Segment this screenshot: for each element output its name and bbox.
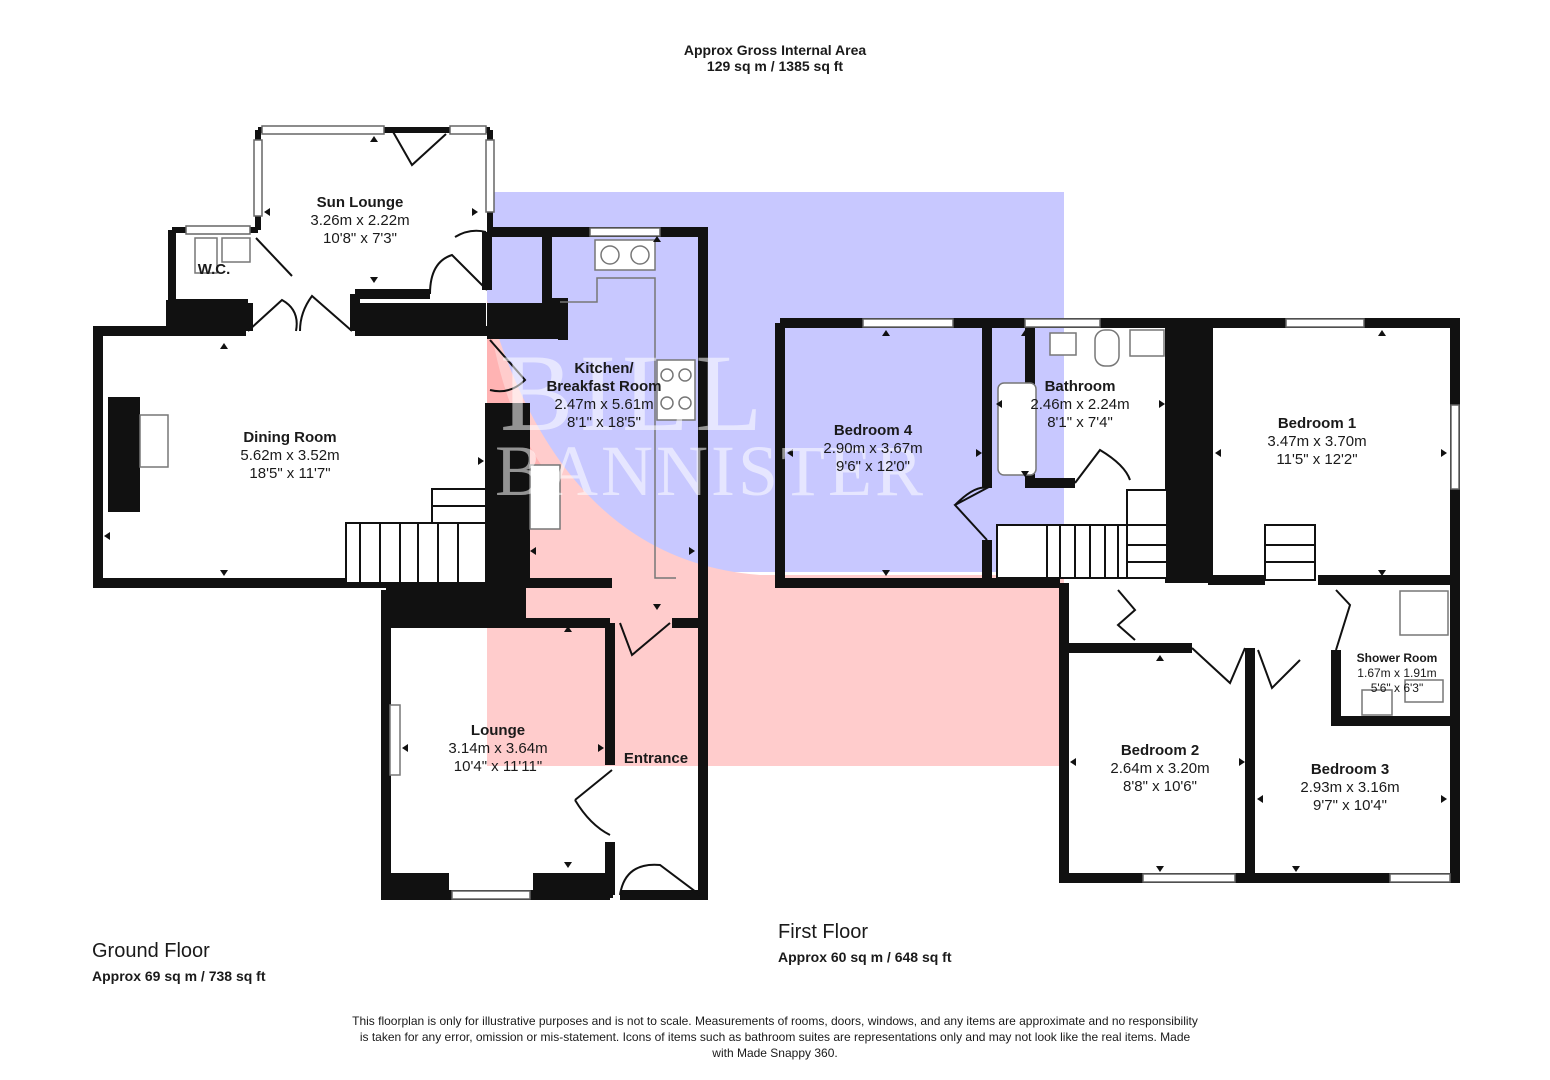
gross-area-heading: Approx Gross Internal Area [683, 42, 867, 58]
room-name: W.C. [197, 261, 231, 278]
first-floor-title: First Floor [778, 921, 868, 944]
ground-floor-title: Ground Floor [92, 940, 210, 963]
room-imperial: 8'1" x 18'5" [567, 414, 641, 431]
room-metric: 3.14m x 3.64m [448, 740, 548, 757]
gross-area-value: 129 sq m / 1385 sq ft [0, 58, 1550, 74]
room-name: Entrance [623, 750, 689, 767]
room-lounge: Lounge 3.14m x 3.64m 10'4" x 11'11" [448, 722, 547, 776]
room-name: Sun Lounge [316, 194, 404, 211]
room-name: Kitchen/ Breakfast Room [546, 360, 662, 395]
ground-floor-stairs [345, 488, 487, 584]
ground-floor-dimension-markers [104, 136, 695, 868]
room-bedroom-1: Bedroom 1 3.47m x 3.70m 11'5" x 12'2" [1267, 415, 1366, 469]
room-metric: 2.93m x 3.16m [1300, 779, 1400, 796]
room-imperial: 10'4" x 11'11" [453, 758, 543, 775]
room-dining-room: Dining Room 5.62m x 3.52m 18'5" x 11'7" [240, 429, 339, 483]
first-floor-area: Approx 60 sq m / 648 sq ft [778, 949, 952, 965]
ground-floor-windows [185, 125, 661, 900]
room-entrance: Entrance [624, 750, 688, 768]
room-metric: 2.90m x 3.67m [823, 440, 923, 457]
room-bedroom-3: Bedroom 3 2.93m x 3.16m 9'7" x 10'4" [1300, 761, 1399, 815]
ground-floor-area-value: Approx 69 sq m / 738 sq ft [92, 968, 266, 984]
room-bedroom-2: Bedroom 2 2.64m x 3.20m 8'8" x 10'6" [1110, 742, 1209, 796]
gross-area-figure: 129 sq m / 1385 sq ft [706, 58, 844, 74]
first-floor-fixtures [997, 329, 1449, 716]
first-floor-label: First Floor [778, 921, 868, 943]
room-wc: W.C. [198, 261, 231, 279]
room-name: Bathroom [1044, 378, 1116, 395]
room-metric: 5.62m x 3.52m [240, 447, 340, 464]
room-kitchen: Kitchen/ Breakfast Room 2.47m x 5.61m 8'… [546, 360, 661, 432]
room-sun-lounge: Sun Lounge 3.26m x 2.22m 10'8" x 7'3" [310, 194, 409, 248]
room-metric: 2.64m x 3.20m [1110, 760, 1210, 777]
room-name: Bedroom 1 [1277, 415, 1357, 432]
room-metric: 1.67m x 1.91m [1357, 666, 1437, 680]
ground-floor-doors [247, 129, 701, 896]
room-shower-room: Shower Room 1.67m x 1.91m 5'6" x 6'3" [1357, 651, 1438, 696]
room-imperial: 18'5" x 11'7" [249, 465, 331, 482]
disclaimer-text: This floorplan is only for illustrative … [352, 1014, 1198, 1060]
room-name: Shower Room [1356, 651, 1438, 665]
room-imperial: 5'6" x 6'3" [1370, 681, 1424, 695]
room-bathroom: Bathroom 2.46m x 2.24m 8'1" x 7'4" [1030, 378, 1129, 432]
room-imperial: 8'8" x 10'6" [1123, 778, 1197, 795]
ground-floor-solid-walls [108, 300, 613, 898]
room-imperial: 8'1" x 7'4" [1047, 414, 1113, 431]
room-name: Lounge [470, 722, 526, 739]
room-name: Dining Room [243, 429, 337, 446]
room-name: Bedroom 2 [1120, 742, 1200, 759]
room-imperial: 11'5" x 12'2" [1276, 451, 1358, 468]
ground-floor-fixtures [139, 237, 696, 776]
disclaimer: This floorplan is only for illustrative … [350, 1013, 1200, 1061]
ground-floor-area: Approx 69 sq m / 738 sq ft [92, 968, 266, 984]
first-floor-doors [953, 448, 1352, 690]
first-floor-stairs [996, 489, 1316, 581]
first-floor-solid-walls [1170, 323, 1210, 583]
room-imperial: 10'8" x 7'3" [323, 230, 397, 247]
room-bedroom-4: Bedroom 4 2.90m x 3.67m 9'6" x 12'0" [823, 422, 922, 476]
room-imperial: 9'7" x 10'4" [1313, 797, 1387, 814]
room-name: Bedroom 4 [833, 422, 913, 439]
first-floor-area-value: Approx 60 sq m / 648 sq ft [778, 949, 952, 965]
first-floor-windows [862, 318, 1460, 883]
room-metric: 2.46m x 2.24m [1030, 396, 1130, 413]
room-imperial: 9'6" x 12'0" [836, 458, 910, 475]
room-metric: 2.47m x 5.61m [554, 396, 654, 413]
room-name: Bedroom 3 [1310, 761, 1390, 778]
gross-area-title: Approx Gross Internal Area [0, 42, 1550, 58]
first-floor-dimension-markers [787, 330, 1447, 872]
ground-floor-label: Ground Floor [92, 940, 210, 962]
room-metric: 3.26m x 2.22m [310, 212, 410, 229]
room-metric: 3.47m x 3.70m [1267, 433, 1367, 450]
